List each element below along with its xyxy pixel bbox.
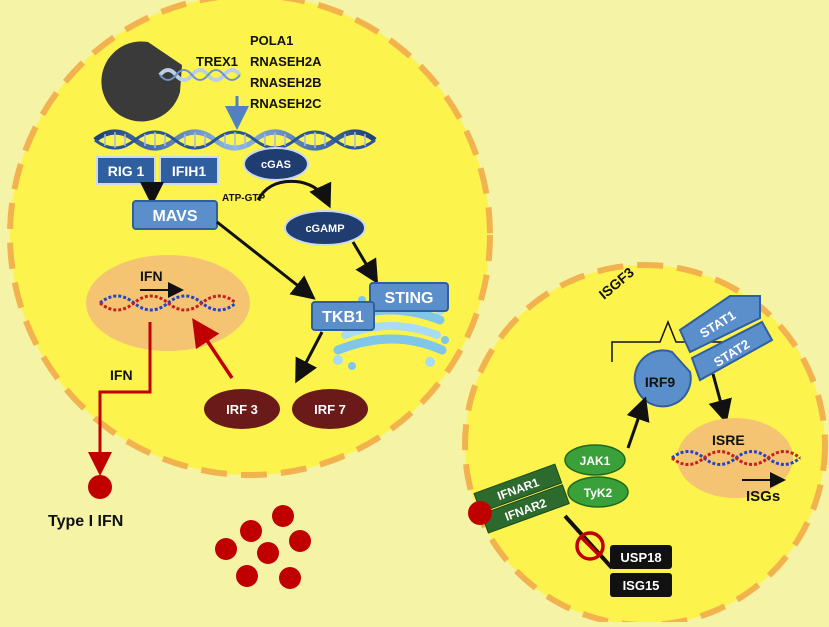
- irf9-label: IRF9: [645, 374, 676, 390]
- rig1-label: RIG 1: [108, 163, 145, 179]
- sting-label: STING: [385, 290, 434, 307]
- bound-ifn-molecule: [468, 501, 492, 525]
- isgf3-to-isre-arrow: [708, 373, 732, 424]
- isg15-label: ISG15: [623, 578, 660, 593]
- rnaseh2a-label: RNASEH2A: [250, 54, 322, 69]
- nucleus-left: [86, 255, 250, 351]
- pola1-label: POLA1: [250, 33, 293, 48]
- ifn-gene-dna-icon: [99, 294, 237, 312]
- tyk2-label: TyK2: [584, 486, 613, 500]
- ifih1-box: [159, 156, 219, 185]
- type1-ifn-label: Type I IFN: [48, 513, 123, 530]
- trex1-label: TREX1: [196, 54, 238, 69]
- cgamp-node: [284, 210, 366, 246]
- isre-dna-icon: [671, 450, 801, 466]
- mavs-to-tkb1-arrow: [216, 220, 316, 300]
- ifn-gene-label: IFN: [140, 268, 163, 284]
- tkb1-box: [311, 301, 375, 331]
- dsdna-helix-icon: [93, 129, 377, 151]
- ifn-molecule: [88, 475, 112, 499]
- trex1-pacman-icon: [101, 41, 182, 122]
- cgas-to-cgamp-arrow: [256, 179, 332, 209]
- irf7-label: IRF 7: [314, 402, 346, 417]
- tkb1-label: TKB1: [322, 309, 364, 326]
- irf7-node: [292, 389, 368, 429]
- ifn-secretion-arrow: [88, 322, 152, 476]
- usp18-label: USP18: [620, 550, 661, 565]
- rnaseh2b-label: RNASEH2B: [250, 75, 322, 90]
- cgamp-label: cGAMP: [305, 223, 344, 235]
- rig1-box: [96, 156, 156, 185]
- cgas-node: [243, 147, 309, 181]
- jak1-label: JAK1: [580, 454, 611, 468]
- irf3-label: IRF 3: [226, 402, 258, 417]
- irf3-node: [204, 389, 280, 429]
- stat2-box: [690, 320, 774, 382]
- stat1-box: [678, 295, 761, 354]
- nucleus-right: [677, 418, 793, 498]
- ifih1-label: IFIH1: [172, 163, 206, 179]
- irf-to-nucleus-arrow: [192, 318, 234, 379]
- jak-to-isgf3-arrow: [626, 396, 650, 449]
- inhibition-icon: [575, 531, 605, 561]
- ssdna-strand-icon: [158, 68, 242, 82]
- tyk2-node: [567, 476, 629, 508]
- cgamp-to-sting-arrow: [351, 241, 379, 285]
- atp-gtp-label: ATP-GTP: [222, 193, 265, 204]
- isgs-label: ISGs: [746, 488, 780, 505]
- rnaseh2c-label: RNASEH2C: [250, 96, 322, 111]
- sting-box: [369, 282, 449, 312]
- tkb1-to-irf-arrow: [295, 331, 324, 384]
- secreted-ifn-cluster: [215, 505, 311, 589]
- isre-label: ISRE: [712, 432, 745, 448]
- isg15-box: [610, 573, 672, 597]
- mavs-label: MAVS: [152, 208, 197, 225]
- cgas-label: cGAS: [261, 159, 291, 171]
- jak1-node: [564, 444, 626, 476]
- usp18-box: [610, 545, 672, 569]
- mavs-box: [132, 200, 218, 230]
- ifn-secretion-label: IFN: [110, 367, 133, 383]
- inhibition-line: [563, 514, 614, 570]
